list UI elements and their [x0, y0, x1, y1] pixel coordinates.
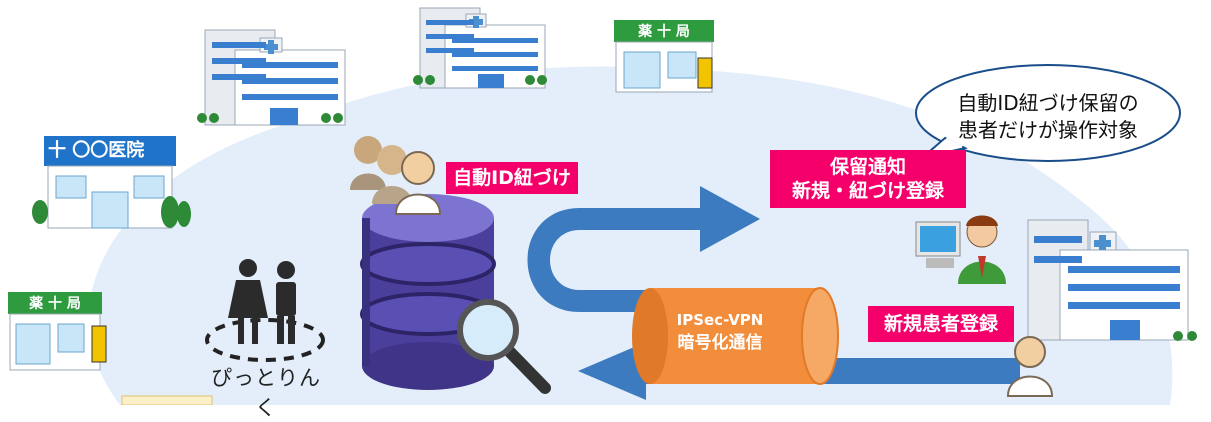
hospital-icon — [413, 7, 547, 89]
bubble-line2: 患者だけが操作対象 — [958, 118, 1138, 142]
vpn-line2: 暗号化通信 — [677, 333, 763, 353]
database-icon — [360, 194, 496, 390]
clinic-icon — [32, 136, 191, 229]
auto-id-label: 自動ID紐づけ — [446, 162, 578, 194]
hold-notice-line1: 保留通知 — [829, 156, 906, 178]
pharmacy-icon — [614, 20, 714, 93]
diagram-canvas — [8, 7, 1197, 405]
new-patient-label-text: 新規患者登録 — [883, 313, 998, 335]
operator-icon — [915, 215, 1006, 284]
speech-bubble-text: 自動ID紐づけ保留の 患者だけが操作対象 — [918, 90, 1178, 144]
auto-id-label-text: 自動ID紐づけ — [453, 167, 571, 189]
hold-notice-label: 保留通知 新規・紐づけ登録 — [770, 150, 966, 208]
magnifier-icon — [457, 299, 551, 394]
patients-icon — [350, 136, 442, 215]
new-patient-label: 新規患者登録 — [868, 306, 1014, 342]
vpn-label: IPSec-VPN 暗号化通信 — [650, 310, 790, 356]
hospital-icon — [1027, 219, 1197, 341]
pharmacy-sign-top: 薬 十 局 — [638, 24, 690, 40]
patient-icon — [1006, 336, 1054, 397]
bubble-line1: 自動ID紐づけ保留の — [957, 91, 1139, 115]
vpn-line1: IPSec-VPN — [676, 311, 764, 329]
hold-notice-line2: 新規・紐づけ登録 — [791, 180, 944, 202]
pharmacy-sign-bottom: 薬 十 局 — [29, 296, 81, 312]
sign-fragment — [121, 395, 213, 405]
clinic-sign: 十 〇〇医院 — [48, 140, 145, 161]
family-icon — [205, 259, 325, 362]
brand-name: ぴっとりんく — [211, 366, 321, 420]
pharmacy-icon — [8, 292, 107, 371]
vpn-tube-icon — [632, 287, 839, 385]
hospital-icon — [197, 29, 346, 126]
